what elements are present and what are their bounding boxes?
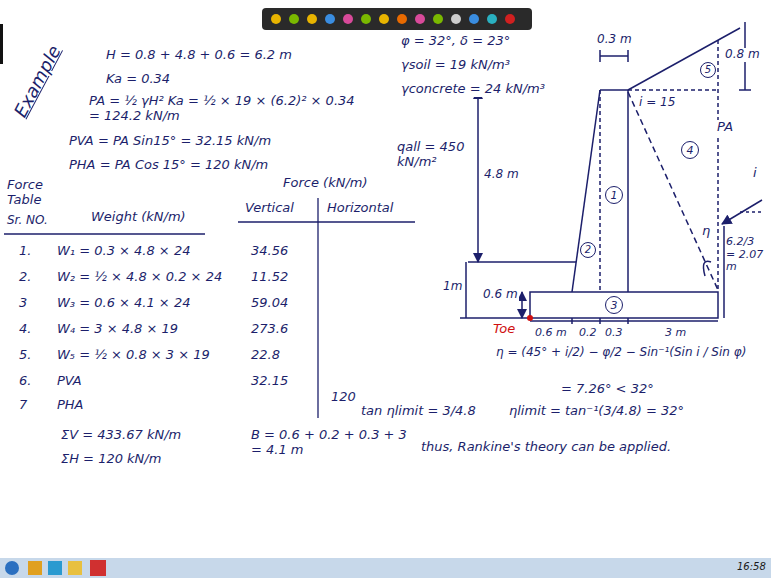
note-text: 4.8 m: [483, 168, 520, 182]
note-text: Horizontal: [326, 201, 394, 216]
callout-circle: 3: [605, 296, 623, 314]
note-text: φ = 32°, δ = 23°: [400, 34, 511, 49]
note-text: ηlimit = tan⁻¹(3/4.8) = 32°: [508, 404, 685, 419]
note-text: PHA: [56, 398, 85, 413]
note-text: W₄ = 3 × 4.8 × 19: [56, 322, 179, 337]
note-text: 6.: [18, 374, 32, 389]
note-text: i: [752, 166, 758, 181]
note-text: tan ηlimit = 3/4.8: [360, 404, 477, 419]
note-text: Force Table: [6, 178, 58, 208]
callout-circle: 5: [700, 62, 716, 78]
callout-number: 3: [611, 300, 618, 311]
note-text: 2.: [18, 270, 32, 285]
note-text: Vertical: [244, 201, 295, 216]
note-text: γsoil = 19 kN/m³: [400, 58, 511, 73]
note-text: PHA = PA Cos 15° = 120 kN/m: [68, 158, 269, 173]
note-text: 273.6: [250, 322, 289, 337]
callout-circle: 4: [681, 141, 699, 159]
note-text: η = (45° + i/2) − φ/2 − Sin⁻¹(Sin i / Si…: [495, 346, 767, 360]
callout-circle: 2: [580, 242, 596, 258]
note-text: 0.2: [578, 327, 598, 340]
note-text: 0.6 m: [482, 288, 519, 302]
note-text: i = 15: [638, 96, 676, 110]
note-text: PVA: [56, 374, 83, 389]
slide-title: Example: [10, 41, 66, 121]
note-text: 16:58: [736, 561, 767, 573]
note-text: Ka = 0.34: [105, 72, 171, 87]
callout-number: 2: [585, 245, 591, 255]
note-text: 0.6 m: [534, 327, 568, 340]
toe-dot: [527, 315, 533, 321]
note-text: PA: [716, 120, 734, 135]
note-text: Toe: [492, 322, 516, 337]
note-text: 1.: [18, 244, 32, 259]
note-text: 5.: [18, 348, 32, 363]
note-text: 0.8 m: [724, 48, 761, 62]
note-text: W₂ = ½ × 4.8 × 0.2 × 24: [56, 270, 223, 285]
note-text: 120: [330, 390, 357, 405]
note-text: B = 0.6 + 0.2 + 0.3 + 3 = 4.1 m: [250, 428, 417, 458]
note-text: η: [701, 224, 711, 239]
edge-strip: [0, 24, 3, 64]
callout-number: 5: [705, 65, 711, 75]
note-text: Force (kN/m): [282, 176, 369, 191]
note-text: 7: [18, 398, 28, 413]
pen-toolbar: [262, 8, 532, 30]
note-text: ΣV = 433.67 kN/m: [60, 428, 182, 443]
note-text: 22.8: [250, 348, 281, 363]
note-text: 32.15: [250, 374, 289, 389]
taskbar: [0, 558, 771, 578]
note-text: 11.52: [250, 270, 289, 285]
note-text: 1m: [442, 280, 463, 294]
note-text: qall = 450 kN/m²: [396, 140, 476, 170]
note-text: 0.3 m: [596, 33, 633, 47]
note-text: Sr. NO.: [6, 214, 49, 228]
note-text: W₃ = 0.6 × 4.1 × 24: [56, 296, 191, 311]
note-text: Weight (kN/m): [90, 210, 187, 225]
note-text: γconcrete = 24 kN/m³: [400, 82, 546, 97]
note-text: 3 m: [664, 327, 687, 340]
table-lines: [4, 198, 415, 418]
callout-number: 1: [611, 190, 618, 201]
note-text: = 7.26° < 32°: [560, 382, 655, 397]
callout-number: 4: [687, 145, 694, 156]
note-text: thus, Rankine's theory can be applied.: [420, 440, 672, 455]
note-text: PA = ½ γH² Ka = ½ × 19 × (6.2)² × 0.34 =…: [88, 94, 365, 124]
note-text: 6.2/3 = 2.07 m: [725, 236, 767, 274]
note-text: H = 0.8 + 4.8 + 0.6 = 6.2 m: [105, 48, 293, 63]
callout-circle: 1: [605, 186, 623, 204]
note-text: 59.04: [250, 296, 289, 311]
note-text: 0.3: [604, 327, 624, 340]
note-text: W₅ = ½ × 0.8 × 3 × 19: [56, 348, 211, 363]
note-text: PVA = PA Sin15° = 32.15 kN/m: [68, 134, 272, 149]
note-text: W₁ = 0.3 × 4.8 × 24: [56, 244, 191, 259]
note-text: ΣH = 120 kN/m: [60, 452, 162, 467]
note-text: 3: [18, 296, 28, 311]
note-text: 34.56: [250, 244, 289, 259]
note-text: 4.: [18, 322, 32, 337]
